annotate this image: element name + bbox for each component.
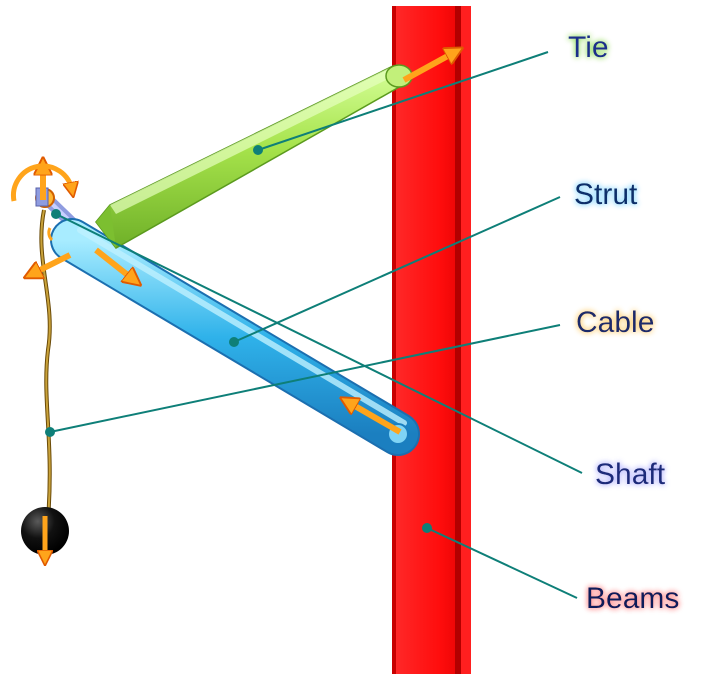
label-cable: Cable bbox=[576, 306, 654, 339]
cable bbox=[39, 209, 52, 521]
beams-leader-dot bbox=[422, 523, 432, 533]
beams-leader bbox=[426, 527, 578, 599]
shaft-leader-dot bbox=[51, 209, 61, 219]
tie-leader bbox=[257, 51, 549, 151]
pivot-left-arrow bbox=[32, 252, 72, 274]
cable-leader bbox=[49, 324, 561, 433]
strut-end-arrow bbox=[94, 247, 134, 280]
label-shaft: Shaft bbox=[595, 458, 666, 491]
force-arrows bbox=[11, 52, 455, 558]
shaft-leader bbox=[55, 213, 583, 474]
tie-force-arrow bbox=[402, 52, 455, 83]
small-moment-arrow bbox=[47, 227, 54, 242]
tie-member bbox=[95, 64, 413, 249]
tie-leader-dot bbox=[253, 145, 263, 155]
strut-leader bbox=[233, 196, 561, 343]
strut-member bbox=[50, 218, 420, 456]
strut-leader-dot bbox=[229, 337, 239, 347]
label-beams: Beams bbox=[586, 582, 679, 615]
moment-arrow bbox=[11, 163, 72, 202]
label-strut: Strut bbox=[574, 178, 638, 211]
strut-force-arrow bbox=[348, 402, 402, 435]
leader-lines bbox=[45, 51, 583, 599]
beam-column bbox=[392, 6, 471, 674]
cable-leader-dot bbox=[45, 427, 55, 437]
label-tie: Tie bbox=[568, 31, 609, 64]
